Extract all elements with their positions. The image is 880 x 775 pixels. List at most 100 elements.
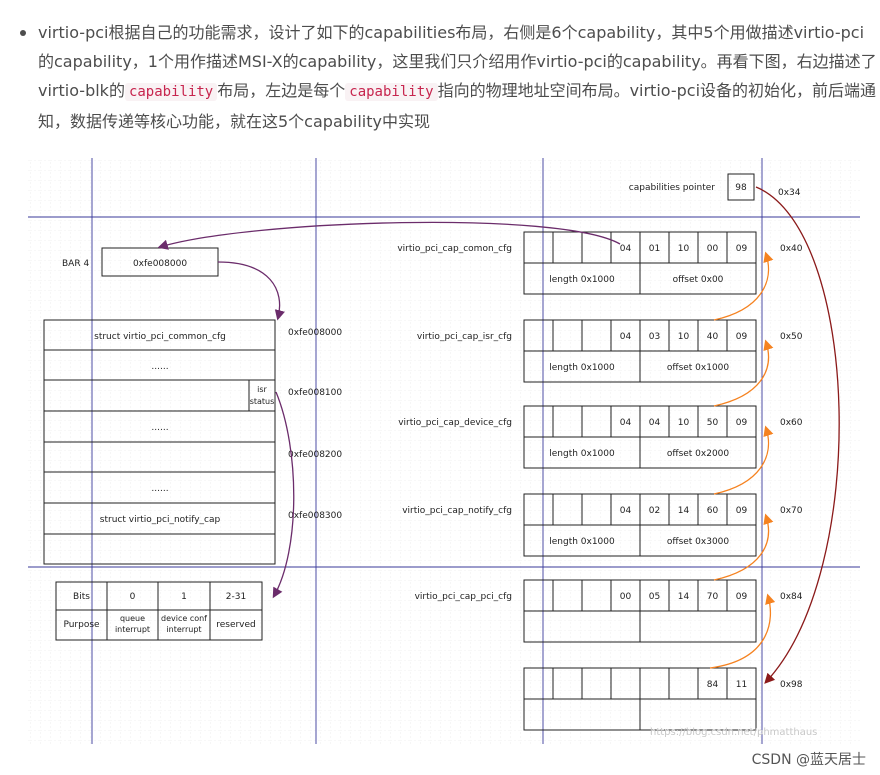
capability-offset-label: 0x60 bbox=[780, 418, 803, 428]
capability-byte: 10 bbox=[678, 418, 690, 428]
bits-purpose-line1: queue bbox=[120, 614, 145, 623]
guide-lines bbox=[28, 158, 860, 744]
capability-4: virtio_pci_cap_pci_cfg 00 05 14 70 09 0x84 bbox=[415, 579, 803, 643]
capability-byte: 00 bbox=[620, 592, 632, 602]
capability-byte: 01 bbox=[649, 244, 660, 254]
bits-cell bbox=[209, 609, 263, 641]
capability-byte: 04 bbox=[620, 244, 632, 254]
capability-byte: 84 bbox=[707, 680, 719, 690]
arrow-next-cap-0 bbox=[713, 251, 774, 321]
memory-row-label: ...... bbox=[151, 362, 168, 372]
arrow-next-cap-4 bbox=[709, 593, 776, 669]
capability-byte: 70 bbox=[707, 592, 719, 602]
memory-address: 0xfe008200 bbox=[288, 450, 342, 460]
capability-name: virtio_pci_cap_comon_cfg bbox=[397, 244, 512, 254]
capability-byte: 14 bbox=[678, 506, 690, 516]
capability-offset-label: 0x70 bbox=[780, 506, 803, 516]
capability-list: capabilities pointer 98 0x34 virtio_pci_cap… bbox=[397, 173, 803, 731]
isr-status-label: status bbox=[250, 397, 275, 406]
capability-byte: 04 bbox=[620, 332, 632, 342]
arrow-bar-to-common bbox=[217, 261, 285, 321]
cap-pointer-value: 98 bbox=[735, 183, 747, 193]
pointer-offset-label: 0x34 bbox=[778, 188, 801, 198]
capability-byte: 09 bbox=[736, 332, 748, 342]
capability-byte: 09 bbox=[736, 506, 748, 516]
capability-byte: 60 bbox=[707, 506, 719, 516]
capability-offset-label: 0x40 bbox=[780, 244, 803, 254]
list-bullet bbox=[20, 30, 26, 36]
capability-byte: 09 bbox=[736, 244, 748, 254]
capability-name: virtio_pci_cap_pci_cfg bbox=[415, 592, 512, 602]
capability-offset-label: 0x50 bbox=[780, 332, 803, 342]
capability-byte: 00 bbox=[707, 244, 719, 254]
capability-name: virtio_pci_cap_isr_cfg bbox=[417, 332, 512, 342]
capability-name: virtio_pci_cap_device_cfg bbox=[398, 418, 512, 428]
capability-byte: 50 bbox=[707, 418, 719, 428]
capability-byte: 10 bbox=[678, 244, 690, 254]
bits-header: 1 bbox=[181, 592, 187, 602]
bar-value: 0xfe008000 bbox=[133, 259, 187, 269]
capability-0: virtio_pci_cap_comon_cfg 04 01 10 00 09 length… bbox=[397, 231, 803, 295]
capability-name: virtio_pci_cap_notify_cfg bbox=[402, 506, 512, 516]
capability-byte: 40 bbox=[707, 332, 719, 342]
capability-byte: 05 bbox=[649, 592, 660, 602]
bar-label: BAR 4 bbox=[62, 259, 89, 269]
bits-purpose: reserved bbox=[216, 620, 256, 630]
capability-byte: 03 bbox=[649, 332, 660, 342]
bits-header: 0 bbox=[130, 592, 136, 602]
bits-header: Bits bbox=[73, 592, 90, 602]
pointer-arrows bbox=[157, 186, 840, 684]
bits-purpose-line1: device conf bbox=[161, 614, 207, 623]
cap-pointer-box bbox=[727, 173, 755, 201]
bits-purpose-line2: interrupt bbox=[115, 625, 150, 634]
article-text: virtio-pci根据自己的功能需求，设计了如下的capabilities布局… bbox=[38, 18, 878, 136]
memory-address: 0xfe008300 bbox=[288, 511, 342, 521]
bits-header: 2-31 bbox=[226, 592, 246, 602]
memory-address: 0xfe008000 bbox=[288, 328, 342, 338]
capability-offset: offset 0x1000 bbox=[667, 363, 730, 373]
arrow-pointer-to-msix bbox=[755, 186, 840, 684]
isr-label: isr bbox=[257, 385, 267, 394]
memory-row-label: struct virtio_pci_notify_cap bbox=[100, 515, 221, 525]
capability-offset: offset 0x00 bbox=[673, 275, 724, 285]
memory-layout: BAR 4 0xfe008000 struct virtio_pci_common_… bbox=[43, 247, 342, 641]
capability-byte: 04 bbox=[620, 418, 632, 428]
inline-code-capability-2: capability bbox=[345, 83, 438, 101]
memory-row-label: ...... bbox=[151, 484, 168, 494]
csdn-watermark: CSDN @蓝天居士 bbox=[751, 752, 866, 768]
bits-purpose-line2: interrupt bbox=[166, 625, 201, 634]
arrow-next-cap-2 bbox=[713, 425, 774, 495]
arrow-next-cap-3 bbox=[713, 513, 774, 581]
capability-byte: 14 bbox=[678, 592, 690, 602]
capability-offset-label: 0x84 bbox=[780, 592, 803, 602]
capability-offset: offset 0x3000 bbox=[667, 537, 730, 547]
arrow-common-to-bar bbox=[157, 221, 621, 250]
capability-length: length 0x1000 bbox=[549, 275, 615, 285]
capability-length: length 0x1000 bbox=[549, 449, 615, 459]
capability-5: 84 11 0x98 bbox=[523, 667, 803, 731]
capability-byte: 04 bbox=[649, 418, 661, 428]
capability-byte: 11 bbox=[736, 680, 747, 690]
cap-pointer-label: capabilities pointer bbox=[629, 183, 716, 193]
memory-row-label: ...... bbox=[151, 423, 168, 433]
memory-address: 0xfe008100 bbox=[288, 388, 342, 398]
isr-status-cell bbox=[248, 379, 276, 412]
capability-offset-label: 0x98 bbox=[780, 680, 803, 690]
capability-byte: 09 bbox=[736, 592, 748, 602]
faint-watermark: https://blog.csdn.net/phmatthaus bbox=[650, 727, 818, 738]
arrow-isr-to-bits bbox=[272, 391, 295, 599]
inline-code-capability-1: capability bbox=[124, 83, 218, 101]
capability-length: length 0x1000 bbox=[549, 363, 615, 373]
memory-row-label: struct virtio_pci_common_cfg bbox=[94, 332, 226, 342]
grid-background bbox=[28, 158, 860, 744]
arrow-next-cap-1 bbox=[713, 339, 774, 407]
bits-purpose: Purpose bbox=[63, 620, 100, 630]
capability-1: virtio_pci_cap_isr_cfg 04 03 10 40 09 length 0… bbox=[417, 319, 803, 383]
capability-byte: 10 bbox=[678, 332, 690, 342]
capability-byte: 02 bbox=[649, 506, 660, 516]
text-part-3: 指向的物理地址空间布局。virtio-pci设备的初始化，前后端通知，数据传递等… bbox=[38, 81, 877, 131]
capability-length: length 0x1000 bbox=[549, 537, 615, 547]
text-part-1: virtio-pci根据自己的功能需求，设计了如下的capabilities布局… bbox=[38, 23, 877, 100]
